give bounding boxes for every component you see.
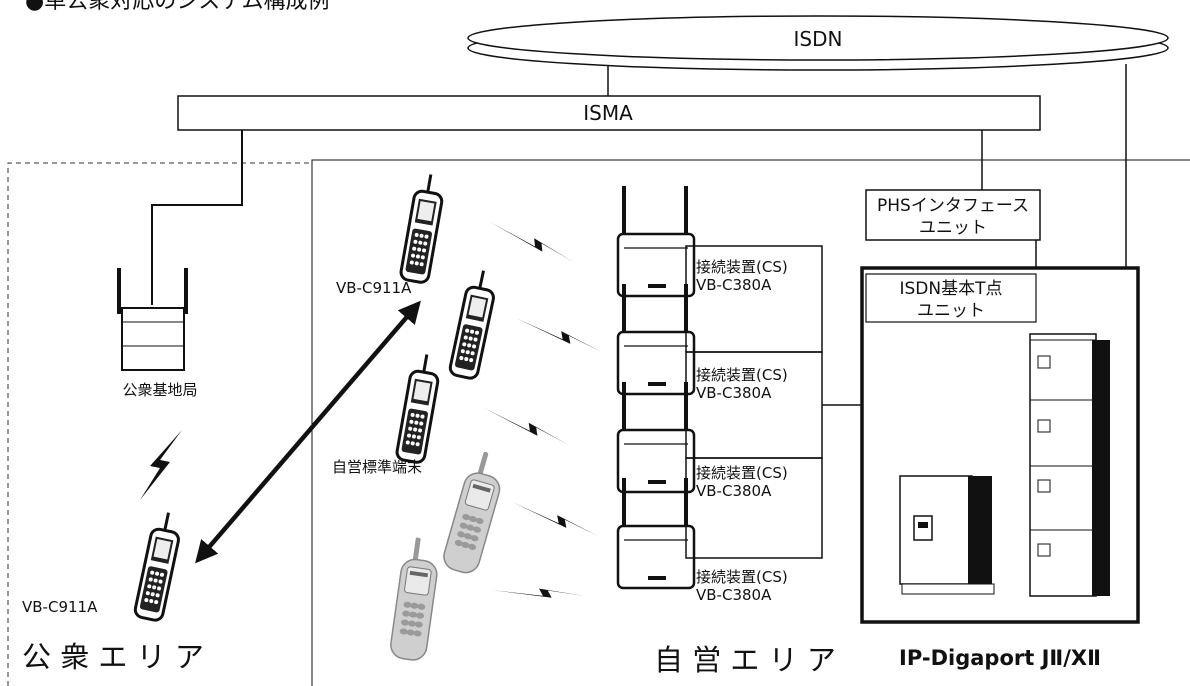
cs-unit-2 (616, 282, 696, 396)
roaming-arrow (195, 300, 421, 564)
private-area-label: 自 営 エ リ ア (654, 643, 836, 677)
public-handset (132, 508, 186, 624)
public-area-box (7, 162, 313, 686)
private-handset-3 (394, 350, 444, 466)
cs-3-name: 接続装置(CS) (696, 464, 788, 482)
signal-zap-5 (492, 568, 585, 618)
isdn-t-unit (865, 273, 1037, 323)
public-base-station (117, 268, 188, 371)
signal-zap-2 (514, 318, 604, 353)
cs-unit-1 (616, 184, 696, 298)
cs-2-name: 接続装置(CS) (696, 366, 788, 384)
caption: ●単公衆対応のシステム構成例 (25, 0, 330, 14)
phs-unit-line1: PHSインタフェース (877, 196, 1029, 216)
grey-terminal-1 (439, 447, 510, 577)
signal-zap-1 (486, 222, 578, 262)
public-area-label: 公 衆 エ リ ア (22, 640, 204, 674)
phs-interface-unit (865, 189, 1041, 241)
private-terminal-label: 自営標準端末 (332, 458, 422, 476)
private-handset-1 (398, 170, 448, 286)
grey-terminal-2 (388, 535, 443, 663)
pbx-rack-cabinet (1029, 333, 1110, 597)
private-handset-label: VB-C911A (336, 279, 412, 297)
pbx-box (860, 266, 1140, 624)
pbx-label: IP-Digaport JⅡ/XⅡ (899, 646, 1101, 670)
isdn-cloud-top (467, 15, 1169, 61)
private-handset-2 (447, 266, 501, 382)
isma-bar (177, 95, 1041, 131)
cs-unit-3 (616, 380, 696, 494)
cs-1-name: 接続装置(CS) (696, 258, 788, 276)
cs-unit-4 (616, 476, 696, 590)
cs-wiring (685, 245, 862, 559)
isma-label: ISMA (583, 101, 633, 125)
cs-4-name: 接続装置(CS) (696, 568, 788, 586)
cs-4-model: VB-C380A (696, 586, 772, 604)
isdn-unit-line1: ISDN基本T点 (900, 279, 1003, 299)
phs-unit-line2: ユニット (919, 218, 987, 238)
public-station-label: 公衆基地局 (122, 381, 197, 399)
signal-zap-3 (481, 408, 572, 446)
public-handset-label: VB-C911A (22, 598, 98, 616)
isdn-unit-line2: ユニット (917, 301, 985, 321)
cs-2-model: VB-C380A (696, 384, 772, 402)
public-signal-zap (140, 430, 182, 500)
signal-zap-4 (510, 502, 600, 537)
cs-1-model: VB-C380A (696, 276, 772, 294)
cs-3-model: VB-C380A (696, 482, 772, 500)
pbx-small-cabinet (899, 475, 995, 595)
isdn-label: ISDN (794, 27, 843, 51)
